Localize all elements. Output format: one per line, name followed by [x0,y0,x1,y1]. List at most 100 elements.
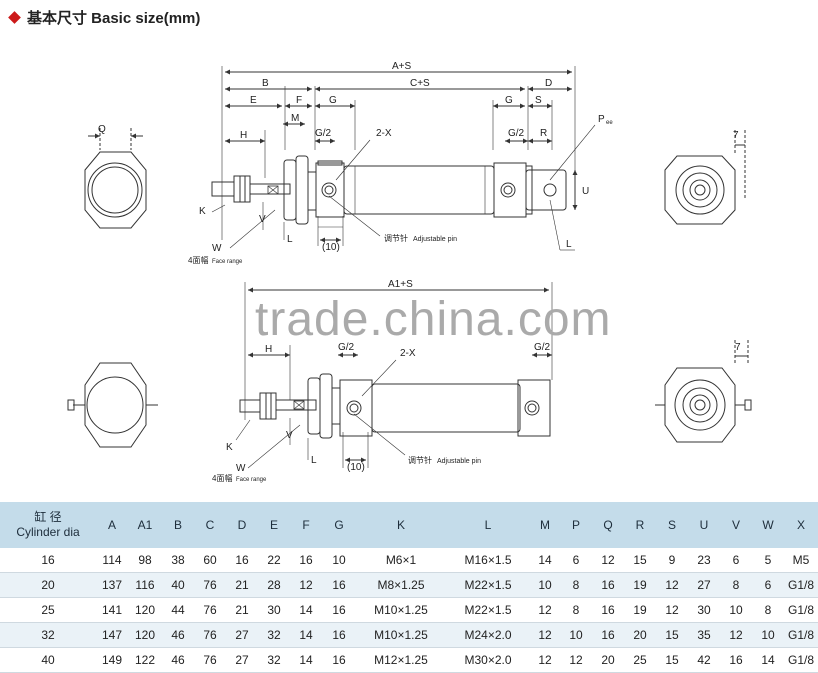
label-g-right: G [505,95,513,106]
table-header-w: W [752,502,784,548]
table-cell: 147 [96,622,128,648]
label-e: E [250,95,257,106]
table-cell: 120 [128,622,162,648]
table-cell: 15 [656,622,688,648]
table-cell: 6 [752,572,784,598]
table-cell: 14 [290,647,322,673]
table-cell: 116 [128,572,162,598]
label-pin-en-bottom: Adjustable pin [437,458,481,465]
table-cell: 149 [96,647,128,673]
table-cell: 5 [752,548,784,573]
table-cell: 60 [194,548,226,573]
label-h-bottom: H [265,344,272,355]
table-cell: 76 [194,597,226,623]
table-cell: 16 [720,647,752,673]
table-header-v: V [720,502,752,548]
table-cell: M22×1.5 [446,572,530,598]
header-cylinder-en: Cylinder dia [16,525,80,539]
label-l-right: L [566,239,572,250]
table-cell: 21 [226,597,258,623]
header-cylinder-zh: 缸 径 [34,510,62,524]
label-pin-en: Adjustable pin [413,236,457,243]
table-cell: 28 [258,572,290,598]
section-title: 基本尺寸 Basic size(mm) [27,9,201,27]
table-cell: 16 [322,597,356,623]
table-header-cylinder-dia: 缸 径 Cylinder dia [0,502,96,548]
bottom-right-end-view [655,340,752,443]
table-header-a1: A1 [128,502,162,548]
table-cell: M30×2.0 [446,647,530,673]
table-cell: 10 [560,622,592,648]
table-cell: 32 [0,622,96,648]
table-header-u: U [688,502,720,548]
bottom-drawing-labels: A1+S H G/2 G/2 2-X K V L W (10) 调节针 Adju… [212,279,741,483]
table-cell: 20 [592,647,624,673]
table-cell: 12 [290,572,322,598]
label-2x: 2-X [376,128,392,139]
label-p-sub: ee [606,120,613,126]
table-cell: 40 [0,647,96,673]
label-10-bottom: (10) [347,462,365,473]
table-cell: G1/8 [784,597,818,623]
table-cell: 120 [128,597,162,623]
table-cell: 12 [560,647,592,673]
table-cell: M16×1.5 [446,548,530,573]
table-cell: 114 [96,548,128,573]
table-cell: 44 [162,597,194,623]
table-cell: 141 [96,597,128,623]
table-cell: 16 [592,572,624,598]
table-cell: 42 [688,647,720,673]
table-cell: 21 [226,572,258,598]
table-cell: G1/8 [784,647,818,673]
label-face-en-bottom: Face range [236,477,267,483]
table-cell: 20 [624,622,656,648]
table-cell: 40 [162,572,194,598]
label-g2-left: G/2 [315,128,332,139]
label-l-bottom: L [311,455,317,466]
table-header-e: E [258,502,290,548]
table-cell: 14 [530,548,560,573]
table-cell: 16 [592,597,624,623]
table-cell: 46 [162,622,194,648]
label-v: V [259,214,266,225]
table-cell: 27 [688,572,720,598]
table-cell: G1/8 [784,622,818,648]
label-l-left: L [287,234,293,245]
table-cell: 16 [322,622,356,648]
table-cell: 27 [226,647,258,673]
label-w: W [212,243,222,254]
label-g-left: G [329,95,337,106]
table-header-a: A [96,502,128,548]
table-cell: 10 [530,572,560,598]
label-b: B [262,78,269,89]
table-header-x: X [784,502,818,548]
table-cell: 19 [624,597,656,623]
table-cell: 12 [592,548,624,573]
top-drawing [84,66,746,251]
table-header-k: K [356,502,446,548]
table-header-q: Q [592,502,624,548]
technical-drawing: A+S B C+S D E F G G S H M G/2 G/2 2-X R … [67,61,752,483]
table-cell: 15 [624,548,656,573]
label-a1-s: A1+S [388,279,413,290]
table-cell: 16 [322,572,356,598]
table-cell: 38 [162,548,194,573]
label-g2-right-bottom: G/2 [534,342,551,353]
table-cell: 30 [258,597,290,623]
table-cell: 12 [530,647,560,673]
bottom-left-end-view [67,362,158,448]
diamond-bullet-icon [8,10,21,24]
label-g2-right: G/2 [508,128,525,139]
table-cell: 16 [0,548,96,573]
table-cell: M24×2.0 [446,622,530,648]
label-v-bottom: V [286,430,293,441]
table-cell: M6×1 [356,548,446,573]
label-k-bottom: K [226,442,233,453]
table-cell: 25 [624,647,656,673]
table-cell: M10×1.25 [356,622,446,648]
